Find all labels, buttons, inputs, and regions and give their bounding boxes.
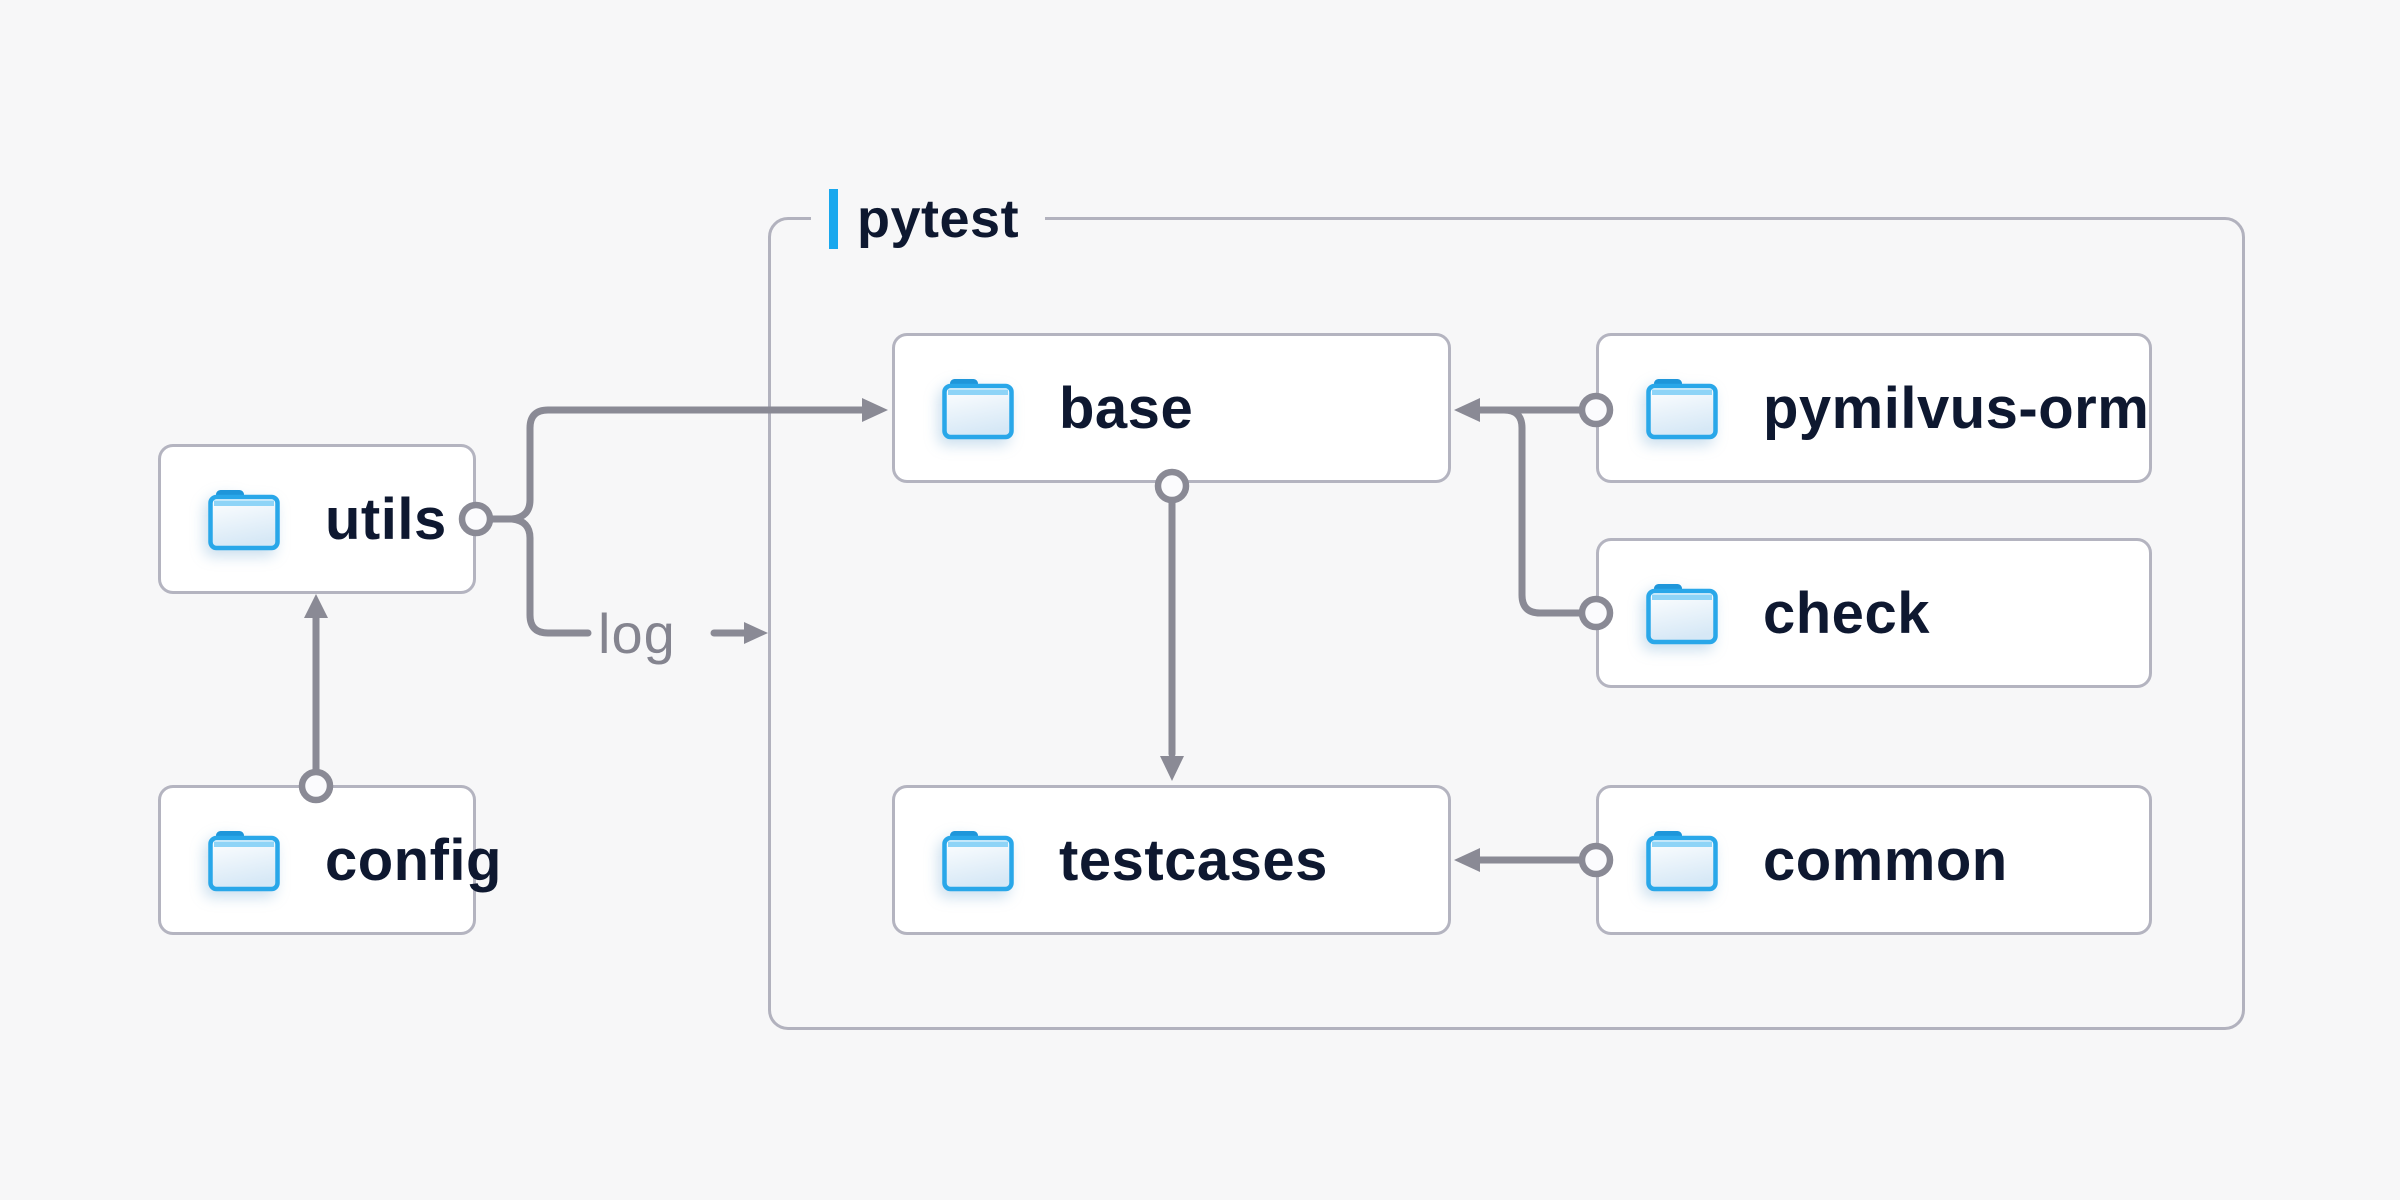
folder-icon	[207, 827, 281, 893]
accent-bar-icon	[829, 189, 838, 249]
node-label: common	[1763, 827, 2008, 893]
node-pymilvus-orm: pymilvus-orm	[1596, 333, 2152, 483]
node-check: check	[1596, 538, 2152, 688]
node-label: pymilvus-orm	[1763, 375, 2150, 441]
folder-icon	[1645, 580, 1719, 646]
edge-config-utils	[298, 594, 334, 804]
edge-label-log: log	[598, 601, 676, 665]
node-label: check	[1763, 580, 1930, 646]
node-label: testcases	[1059, 827, 1328, 893]
node-utils: utils	[158, 444, 476, 594]
folder-icon	[941, 827, 1015, 893]
arrowhead	[744, 622, 768, 644]
node-label: utils	[325, 486, 447, 552]
pytest-group-label: pytest	[811, 187, 1046, 251]
arrowhead	[304, 594, 328, 618]
pytest-group-title: pytest	[857, 189, 1020, 249]
node-base: base	[892, 333, 1451, 483]
node-common: common	[1596, 785, 2152, 935]
node-label: config	[325, 827, 502, 893]
folder-icon	[941, 375, 1015, 441]
node-testcases: testcases	[892, 785, 1451, 935]
folder-icon	[207, 486, 281, 552]
node-label: base	[1059, 375, 1194, 441]
folder-icon	[1645, 827, 1719, 893]
node-config: config	[158, 785, 501, 935]
pytest-group-container: pytest	[768, 187, 2245, 1030]
folder-icon	[1645, 375, 1719, 441]
